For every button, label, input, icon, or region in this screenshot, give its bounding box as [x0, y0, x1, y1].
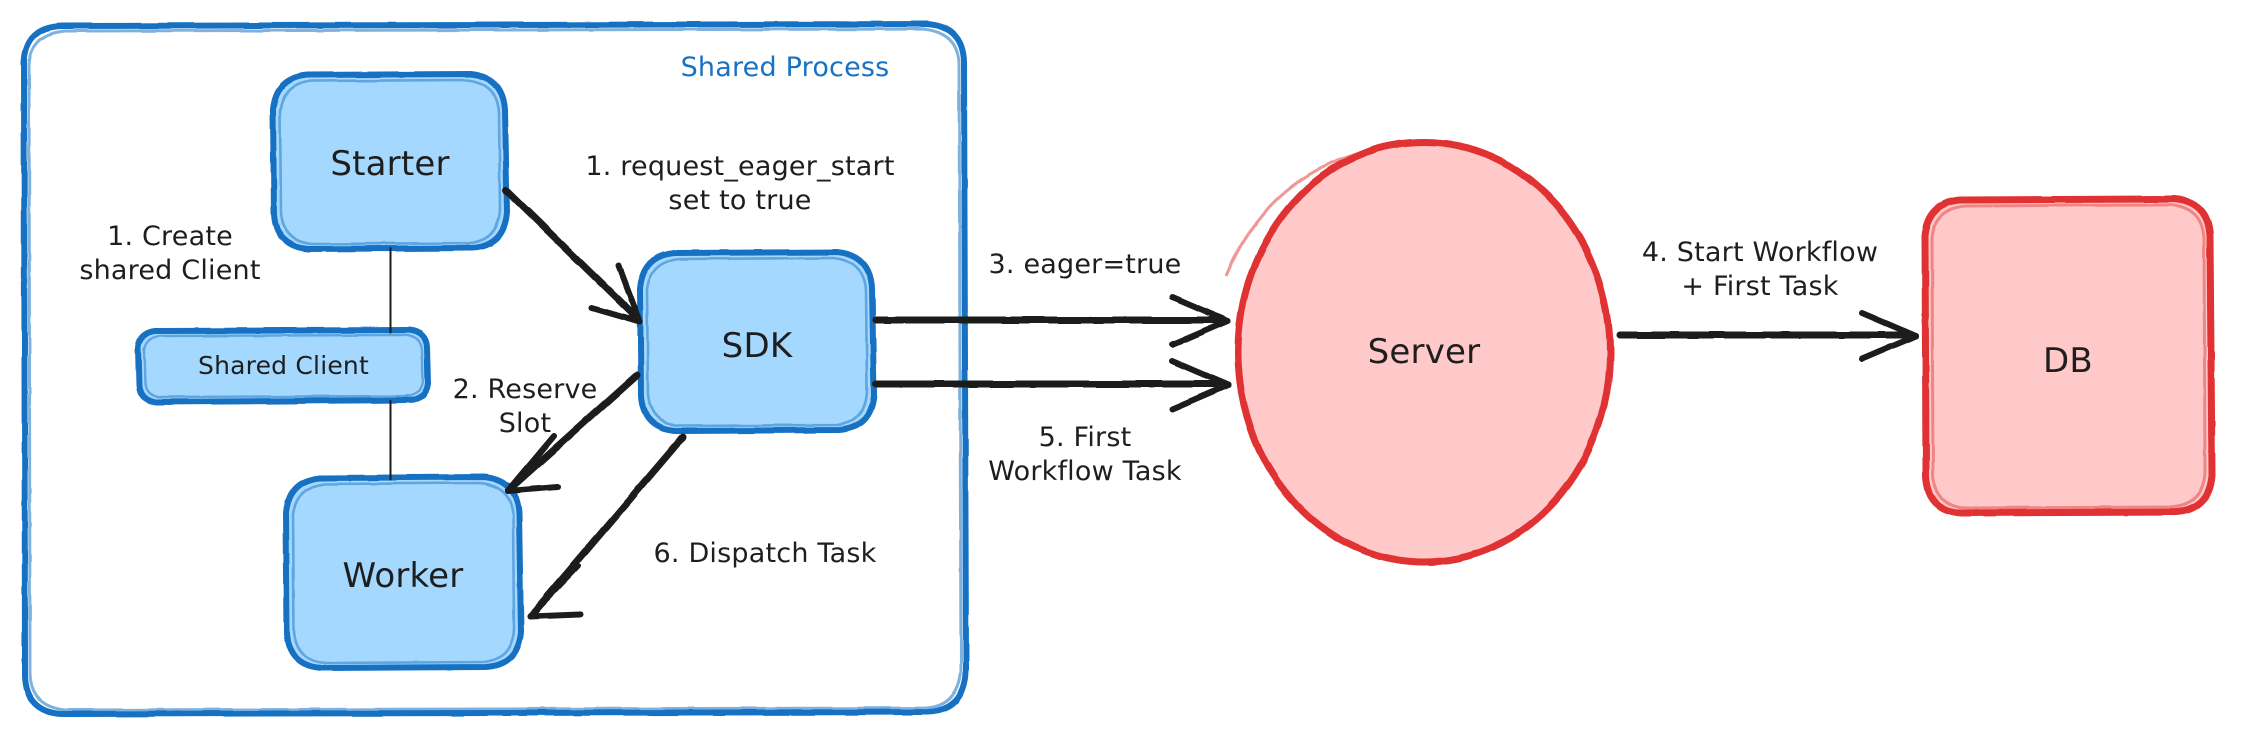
- node-db[interactable]: [1921, 195, 2216, 517]
- edge-start-workflow-first-task: [1616, 310, 1919, 362]
- edge-first-workflow-task: [872, 358, 1231, 412]
- edge-shared-client-worker: [387, 399, 394, 481]
- node-server[interactable]: [1224, 138, 1614, 566]
- edge-reserve-slot: [505, 371, 641, 494]
- edge-create-shared-client: [387, 247, 394, 334]
- edge-dispatch-task: [527, 433, 687, 619]
- node-worker[interactable]: [283, 474, 524, 671]
- shared-process-frame: [21, 21, 969, 717]
- node-shared-client[interactable]: [135, 327, 431, 405]
- edge-eager-true: [872, 294, 1231, 348]
- node-starter[interactable]: [270, 71, 510, 252]
- edge-request-eager-start: [502, 186, 643, 325]
- node-sdk[interactable]: [637, 249, 877, 434]
